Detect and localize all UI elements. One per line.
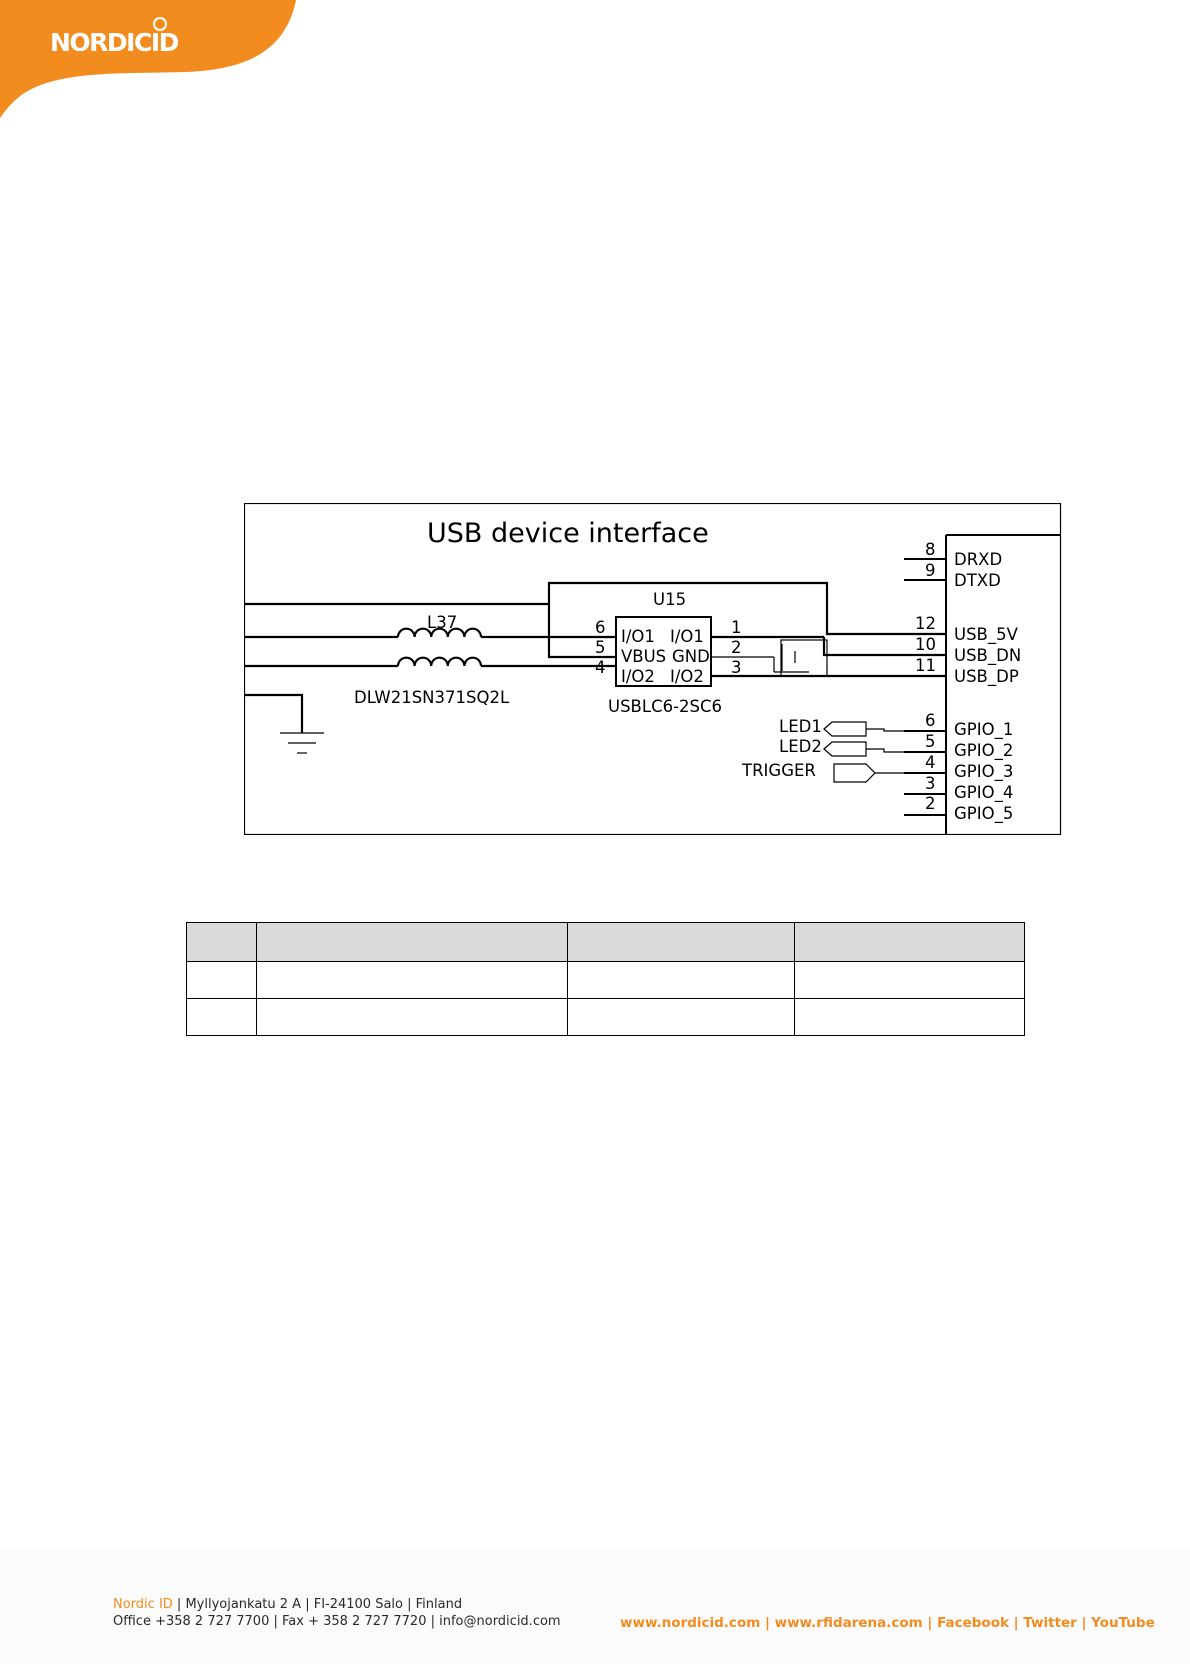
connector-pin-name: DRXD [954,550,1002,569]
logo-wordmark: NORDICID [50,28,179,57]
table-cell [256,961,568,999]
wire-gnd [244,693,304,733]
table-header-cell [567,922,795,962]
data-table [186,922,1025,1036]
connector-pin-num: 12 [915,614,936,633]
connector-pin-num: 9 [925,561,936,580]
connector-pin-num: 2 [925,794,936,813]
ic-pin-name: I/O2 [670,667,704,686]
table-header-cell [794,922,1025,962]
ic-u15-body [615,616,712,687]
connector-pin-num: 8 [925,540,936,559]
ic-pin-num: 5 [595,638,606,657]
wire-led1 [866,728,904,732]
inductor-ref: L37 [427,613,457,632]
schematic-title: USB device interface [427,518,709,549]
inductor-coil-2 [396,656,483,667]
inductor-part: DLW21SN371SQ2L [354,688,510,707]
net-label-led2: LED2 [779,737,822,756]
footer-company: Nordic ID [113,1597,173,1612]
wire-led2 [866,748,904,753]
table-cell [186,998,257,1036]
inductor-coil-1 [396,627,483,638]
ic-pin-name: I/O2 [621,667,655,686]
footer-contact: Office +358 2 727 7700 | Fax + 358 2 727… [113,1614,561,1629]
table-row [186,961,1025,999]
connector-pin-name: GPIO_3 [954,762,1013,782]
ic-pin-num: 2 [731,638,742,657]
footer-address: | Myllyojankatu 2 A | FI-24100 Salo | Fi… [172,1597,463,1612]
usb-interface-schematic: USB device interface [244,503,1062,835]
connector-pin-num: 3 [925,774,936,793]
table-cell [256,998,568,1036]
table-cell [794,998,1025,1036]
footer-links[interactable]: www.nordicid.com | www.rfidarena.com | F… [620,1615,1155,1631]
schematic-border [244,503,1062,835]
connector-pin-name: USB_5V [954,625,1019,645]
connector-pin-name: GPIO_5 [954,804,1013,824]
table-row [186,998,1025,1036]
wire-usb-dn [822,637,946,657]
footer-address-line: Nordic ID | Myllyojankatu 2 A | FI-24100… [113,1597,462,1612]
ic-pin-num: 6 [595,618,606,637]
footer-band [0,1548,1190,1664]
table-header-cell [186,922,257,962]
net-label-led1: LED1 [779,717,822,736]
table-cell [567,998,795,1036]
header-logo: NORDICID [0,0,296,140]
table-cell [794,961,1025,999]
ic-part: USBLC6-2SC6 [608,697,722,716]
connector-pin-name: GPIO_1 [954,720,1013,740]
table-header-row [186,922,1025,962]
ic-ref: U15 [653,590,686,609]
table-cell [567,961,795,999]
connector-pin-name: USB_DN [954,646,1021,666]
ic-pin-num: 3 [731,658,742,677]
cap-box [780,639,828,677]
net-label-trigger: TRIGGER [741,761,816,780]
wire-usb5v [547,581,946,636]
connector-pin-num: 6 [925,711,936,730]
schematic-diagram: USB device interface [244,503,1062,835]
connector-pin-num: 4 [925,753,936,772]
ic-pin-num: 1 [731,618,742,637]
connector-pin-num: 11 [915,656,936,675]
connector-pin-num: 5 [925,732,936,751]
ic-pin-name: VBUS [621,647,666,666]
connector-pin-num: 10 [915,635,936,654]
netflag-led2 [823,741,867,757]
connector-pin-name: USB_DP [954,667,1019,687]
table-header-cell [256,922,568,962]
connector-pin-name: DTXD [954,571,1001,590]
ic-pin-num: 4 [595,658,606,677]
netflag-led1 [823,721,867,737]
connector-pin-name: GPIO_4 [954,783,1013,803]
logo-swoosh [0,0,296,118]
table-cell [186,961,257,999]
connector-pin-name: GPIO_2 [954,741,1013,761]
ic-pin-name: GND [672,647,710,666]
netflag-trigger [833,763,876,783]
wire-vbus [547,604,616,659]
ic-pin-name: I/O1 [670,627,704,646]
ic-pin-name: I/O1 [621,627,655,646]
